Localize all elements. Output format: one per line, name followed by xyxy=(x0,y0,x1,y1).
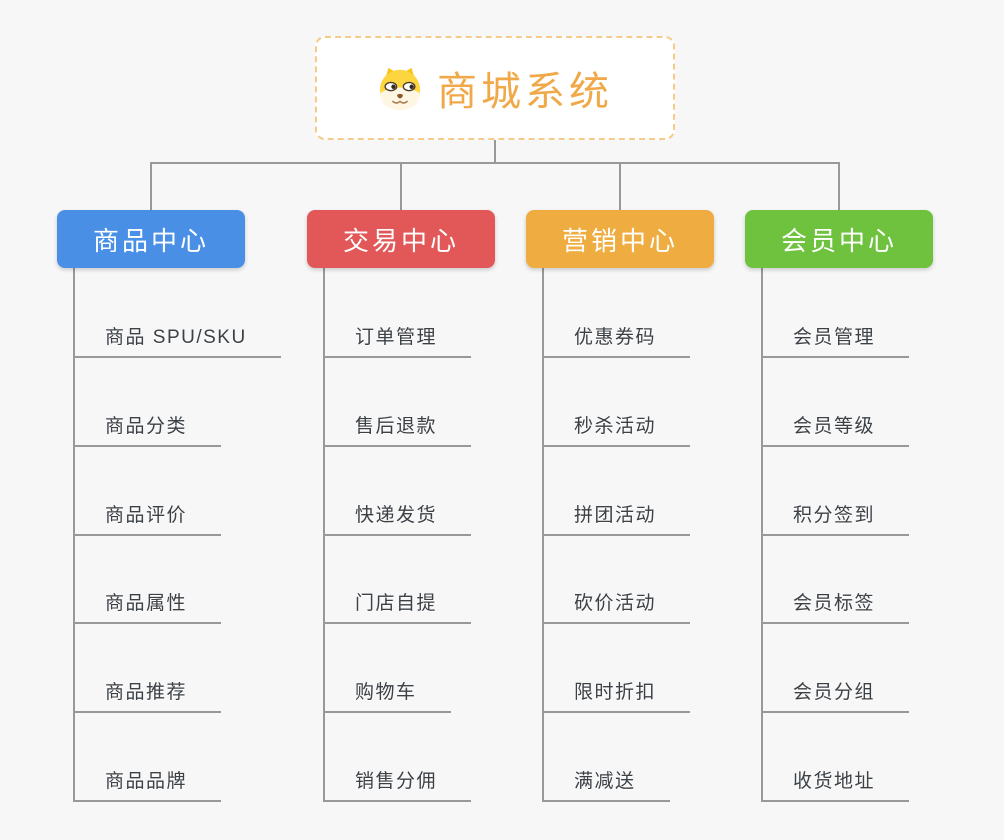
child-item-product-center-4[interactable]: 商品推荐 xyxy=(73,680,222,714)
child-item-product-center-0[interactable]: 商品 SPU/SKU xyxy=(73,325,281,358)
branch-node-label: 会员中心 xyxy=(780,225,897,256)
child-item-trade-center-4[interactable]: 购物车 xyxy=(323,680,451,714)
child-item-marketing-center-1[interactable]: 秒杀活动 xyxy=(542,414,691,447)
child-item-product-center-5[interactable]: 商品品牌 xyxy=(73,769,222,802)
child-item-trade-center-3[interactable]: 门店自提 xyxy=(323,591,472,625)
child-item-member-center-3[interactable]: 会员标签 xyxy=(761,591,910,625)
child-item-member-center-0[interactable]: 会员管理 xyxy=(761,325,910,358)
child-item-trade-center-5[interactable]: 销售分佣 xyxy=(323,769,472,802)
child-item-trade-center-0[interactable]: 订单管理 xyxy=(323,325,472,358)
child-item-product-center-1[interactable]: 商品分类 xyxy=(73,414,222,447)
child-item-marketing-center-3[interactable]: 砍价活动 xyxy=(542,591,691,625)
branch-drop-connector-member-center xyxy=(838,162,840,210)
child-item-marketing-center-0[interactable]: 优惠券码 xyxy=(542,325,691,358)
branch-rail-connector xyxy=(150,162,840,164)
child-item-trade-center-1[interactable]: 售后退款 xyxy=(323,414,472,447)
child-item-marketing-center-5[interactable]: 满减送 xyxy=(542,769,670,802)
child-item-marketing-center-4[interactable]: 限时折扣 xyxy=(542,680,691,714)
branch-node-member-center[interactable]: 会员中心 xyxy=(745,210,933,268)
child-item-member-center-4[interactable]: 会员分组 xyxy=(761,680,910,714)
root-title: 商城系统 xyxy=(437,70,613,114)
child-item-member-center-5[interactable]: 收货地址 xyxy=(761,769,910,802)
child-item-member-center-2[interactable]: 积分签到 xyxy=(761,503,910,536)
branch-node-product-center[interactable]: 商品中心 xyxy=(57,210,245,268)
branch-node-label: 营销中心 xyxy=(561,225,678,256)
branch-drop-connector-trade-center xyxy=(400,162,402,210)
branch-node-label: 商品中心 xyxy=(92,225,209,256)
root-stub-connector xyxy=(494,140,496,164)
child-item-product-center-3[interactable]: 商品属性 xyxy=(73,591,222,625)
child-item-product-center-2[interactable]: 商品评价 xyxy=(73,503,222,536)
child-item-marketing-center-2[interactable]: 拼团活动 xyxy=(542,503,691,536)
branch-drop-connector-product-center xyxy=(150,162,152,210)
branch-drop-connector-marketing-center xyxy=(619,162,621,210)
dog-face-icon xyxy=(379,67,421,111)
branch-node-trade-center[interactable]: 交易中心 xyxy=(307,210,495,268)
branch-node-label: 交易中心 xyxy=(342,225,459,256)
child-item-trade-center-2[interactable]: 快递发货 xyxy=(323,503,472,536)
root-node[interactable]: 商城系统 xyxy=(315,36,675,140)
child-item-member-center-1[interactable]: 会员等级 xyxy=(761,414,910,447)
branch-node-marketing-center[interactable]: 营销中心 xyxy=(526,210,714,268)
